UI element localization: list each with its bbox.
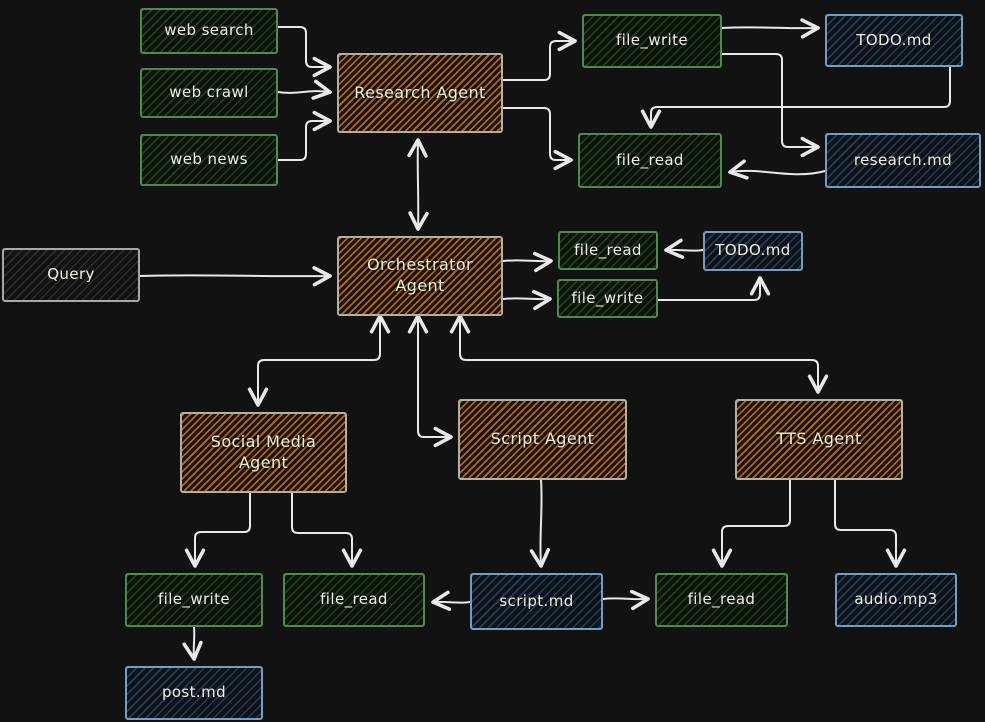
edge-tts-agent-audio-mp3[interactable] [834, 479, 907, 568]
node-web-news[interactable]: web news [140, 134, 278, 186]
edge-script-md-file-read-bottom-right[interactable] [602, 589, 650, 611]
node-file-read-bottom-right[interactable]: file_read [655, 573, 788, 627]
node-post-md[interactable]: post.md [125, 666, 263, 720]
node-research-md[interactable]: research.md [825, 133, 981, 188]
edge-script-agent-script-md[interactable] [529, 479, 551, 568]
node-file-read-top[interactable]: file_read [578, 133, 722, 188]
node-social-media-agent[interactable]: Social Media Agent [180, 412, 347, 493]
edge-web-search-research-agent[interactable] [277, 26, 332, 78]
node-web-crawl[interactable]: web crawl [140, 68, 278, 118]
edge-research-agent-file-write-top[interactable] [502, 30, 577, 81]
node-research-agent[interactable]: Research Agent [337, 53, 503, 133]
edge-social-media-agent-file-write-bottom[interactable] [184, 492, 251, 568]
node-script-md[interactable]: script.md [470, 573, 603, 630]
node-file-write-bottom[interactable]: file_write [125, 573, 263, 627]
edge-file-write-mid-todo-md-mid[interactable] [657, 276, 771, 301]
edge-todo-md-top-file-read-top[interactable] [640, 66, 951, 129]
edge-research-agent-file-read-top[interactable] [502, 107, 573, 171]
node-file-read-mid[interactable]: file_read [558, 231, 658, 270]
node-file-write-top[interactable]: file_write [582, 14, 722, 68]
edge-web-crawl-research-agent[interactable] [277, 79, 332, 100]
edge-orchestrator-tts-agent[interactable] [449, 314, 829, 394]
edge-query-orchestrator[interactable] [139, 266, 332, 287]
edge-orchestrator-social-media-agent[interactable] [247, 314, 391, 407]
edge-file-write-bottom-post-md[interactable] [182, 626, 203, 661]
edge-file-write-top-research-md[interactable] [721, 53, 820, 158]
node-query[interactable]: Query [2, 248, 140, 302]
edge-research-md-file-read-top[interactable] [728, 159, 826, 180]
edge-social-media-agent-file-read-bottom-left[interactable] [291, 492, 363, 568]
node-script-agent[interactable]: Script Agent [458, 399, 627, 480]
edge-script-md-file-read-bottom-left[interactable] [431, 590, 471, 611]
node-file-write-mid[interactable]: file_write [557, 279, 658, 318]
node-tts-agent[interactable]: TTS Agent [735, 399, 903, 480]
node-todo-md-top[interactable]: TODO.md [825, 14, 963, 67]
node-orchestrator-agent[interactable]: Orchestrator Agent [337, 236, 503, 316]
node-web-search[interactable]: web search [140, 8, 278, 54]
edge-tts-agent-file-read-bottom-right[interactable] [711, 479, 791, 568]
node-audio-mp3[interactable]: audio.mp3 [835, 573, 957, 627]
edge-orchestrator-file-write-mid[interactable] [502, 289, 552, 311]
edge-orchestrator-script-agent[interactable] [407, 314, 453, 448]
node-file-read-bottom-left[interactable]: file_read [283, 573, 425, 627]
edge-web-news-research-agent[interactable] [277, 110, 332, 161]
edge-orchestrator-file-read-mid[interactable] [502, 251, 553, 273]
node-todo-md-mid[interactable]: TODO.md [703, 231, 803, 271]
edge-file-write-top-todo-md-top[interactable] [721, 18, 820, 39]
edge-research-agent-orchestrator[interactable] [407, 138, 429, 231]
edge-todo-md-mid-file-read-mid[interactable] [664, 238, 704, 259]
